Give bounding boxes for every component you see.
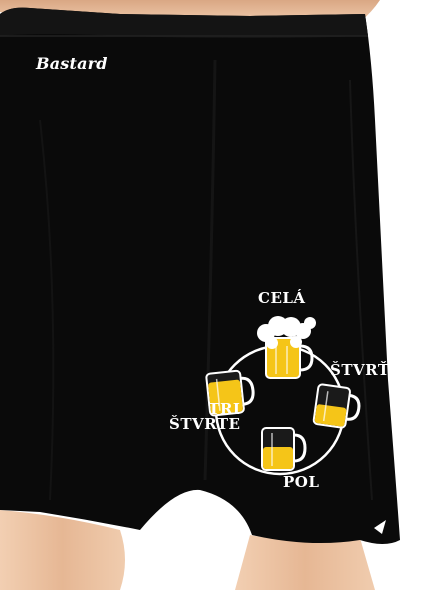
mug-three-quarters-icon bbox=[205, 369, 255, 417]
label-three-quarters-line1: TRI bbox=[208, 400, 241, 418]
foam-icon bbox=[257, 316, 316, 349]
label-three-quarters-line2: ŠTVRTE bbox=[169, 415, 241, 433]
side-slit bbox=[374, 520, 386, 534]
right-leg bbox=[235, 535, 375, 590]
waistband bbox=[0, 7, 368, 38]
mug-quarter-icon bbox=[312, 383, 361, 429]
bastard-logo: Bastard bbox=[36, 54, 108, 73]
fabric-fold bbox=[203, 59, 217, 481]
mug-full-icon bbox=[257, 316, 316, 379]
fabric-fold bbox=[349, 79, 373, 501]
left-leg bbox=[0, 510, 125, 590]
label-half: POL bbox=[283, 473, 320, 491]
label-quarter: ŠTVRŤ bbox=[330, 361, 390, 379]
label-full: CELÁ bbox=[258, 289, 306, 307]
mug-half-icon bbox=[261, 427, 307, 471]
fabric-fold bbox=[39, 119, 55, 501]
shorts-fabric bbox=[0, 7, 400, 545]
